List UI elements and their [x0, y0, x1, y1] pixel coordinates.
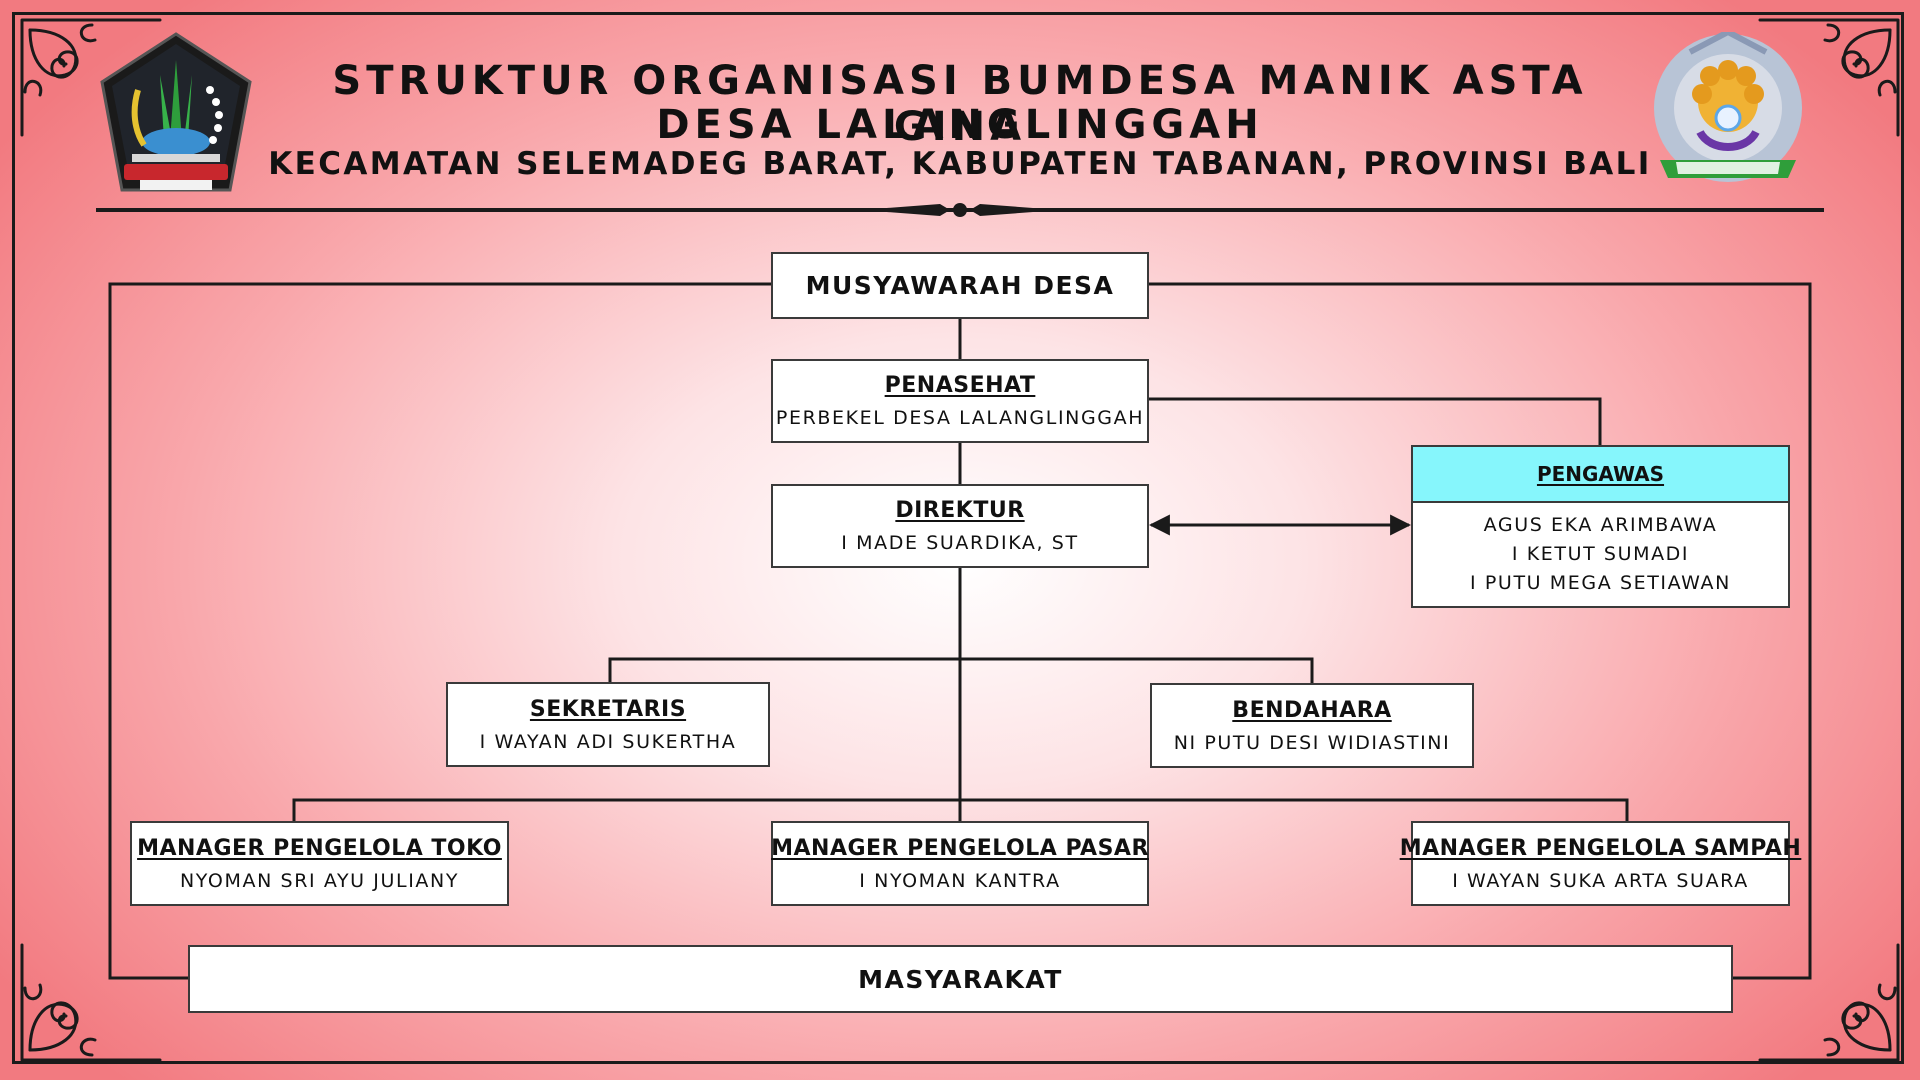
masyarakat-label: MASYARAKAT [858, 964, 1063, 994]
pengawas-member: AGUS EKA ARIMBAWA [1483, 514, 1718, 536]
direktur-name: I MADE SUARDIKA, ST [841, 532, 1079, 554]
penasehat-name: PERBEKEL DESA LALANGLINGGAH [775, 407, 1145, 429]
masyarakat-box: MASYARAKAT [188, 945, 1733, 1013]
manager-toko-box: MANAGER PENGELOLA TOKO NYOMAN SRI AYU JU… [130, 821, 509, 906]
title-line-region: KECAMATAN SELEMADEG BARAT, KABUPATEN TAB… [268, 146, 1652, 182]
title-divider [96, 203, 1824, 217]
manager-toko-name: NYOMAN SRI AYU JULIANY [179, 869, 460, 892]
sekretaris-box: SEKRETARIS I WAYAN ADI SUKERTHA [446, 682, 770, 767]
pengawas-title: PENGAWAS [1413, 447, 1788, 503]
musyawarah-desa-box: MUSYAWARAH DESA [771, 252, 1149, 319]
pengawas-member: I KETUT SUMADI [1511, 543, 1690, 565]
pengawas-members: AGUS EKA ARIMBAWA I KETUT SUMADI I PUTU … [1413, 503, 1788, 606]
direktur-box: DIREKTUR I MADE SUARDIKA, ST [771, 484, 1149, 568]
bendahara-title: BENDAHARA [1232, 697, 1392, 723]
corner-ornament-bottom-left [20, 943, 162, 1062]
manager-toko-title: MANAGER PENGELOLA TOKO [137, 835, 502, 861]
direktur-title: DIREKTUR [895, 498, 1025, 523]
manager-pasar-name: I NYOMAN KANTRA [859, 869, 1061, 892]
pengawas-box: PENGAWAS AGUS EKA ARIMBAWA I KETUT SUMAD… [1411, 445, 1790, 608]
corner-ornament-top-right [1758, 18, 1900, 137]
manager-sampah-box: MANAGER PENGELOLA SAMPAH I WAYAN SUKA AR… [1400, 821, 1801, 906]
sekretaris-title: SEKRETARIS [529, 696, 687, 722]
outer-frame [12, 12, 1904, 1064]
tabanan-emblem-logo [100, 32, 252, 192]
bumdesa-manik-asta-gina-logo [1654, 32, 1802, 182]
pengawas-member: I PUTU MEGA SETIAWAN [1470, 572, 1731, 594]
bendahara-name: NI PUTU DESI WIDIASTINI [1173, 731, 1451, 754]
manager-pasar-box: MANAGER PENGELOLA PASAR I NYOMAN KANTRA [771, 821, 1149, 906]
corner-ornament-top-left [20, 18, 162, 137]
bendahara-box: BENDAHARA NI PUTU DESI WIDIASTINI [1150, 683, 1474, 768]
sekretaris-name: I WAYAN ADI SUKERTHA [479, 730, 737, 753]
penasehat-box: PENASEHAT PERBEKEL DESA LALANGLINGGAH [771, 359, 1149, 443]
musyawarah-desa-label: MUSYAWARAH DESA [805, 271, 1115, 300]
manager-sampah-name: I WAYAN SUKA ARTA SUARA [1452, 869, 1749, 892]
title-line-organization: STRUKTUR ORGANISASI BUMDESA MANIK ASTA G… [332, 58, 1588, 150]
title-line-village: DESA LALANGLINGGAH [656, 102, 1264, 148]
penasehat-title: PENASEHAT [884, 373, 1036, 398]
manager-pasar-title: MANAGER PENGELOLA PASAR [771, 835, 1149, 861]
corner-ornament-bottom-right [1758, 943, 1900, 1062]
manager-sampah-title: MANAGER PENGELOLA SAMPAH [1399, 835, 1802, 861]
